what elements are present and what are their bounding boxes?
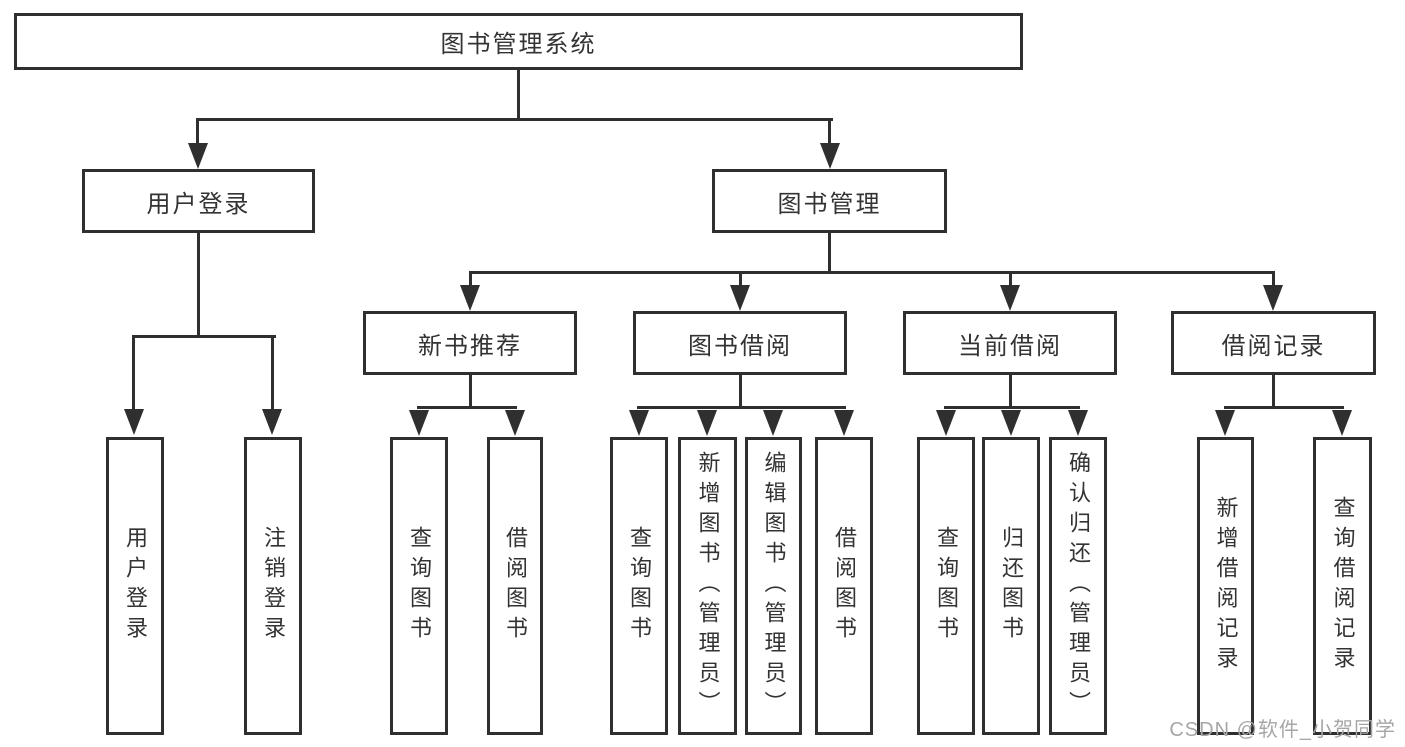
arrow-down-icon <box>820 143 840 169</box>
node-book-management-label: 图书管理 <box>777 190 882 218</box>
leaf-logout-login: 注销登录 <box>244 437 302 735</box>
arrow-down-icon <box>1215 410 1235 436</box>
arrow-down-icon <box>505 410 525 436</box>
connector-line <box>1272 375 1275 408</box>
arrow-down-icon <box>763 410 783 436</box>
leaf-borrow-books: 借阅图书 <box>815 437 873 735</box>
leaf-confirm-return-admin: 确认归还（管理员） <box>1049 437 1107 735</box>
connector-line <box>517 70 520 120</box>
leaf-logout-login-label: 注销登录 <box>261 526 286 646</box>
connector-line <box>828 118 831 145</box>
node-borrow-records-label: 借阅记录 <box>1221 332 1326 360</box>
connector-line <box>739 271 742 287</box>
connector-line <box>196 118 199 145</box>
connector-line <box>271 335 274 411</box>
leaf-query-borrow-record-label: 查询借阅记录 <box>1330 496 1356 676</box>
leaf-user-login-label: 用户登录 <box>123 526 148 646</box>
node-library-management-system: 图书管理系统 <box>14 13 1023 70</box>
connector-line <box>132 335 276 338</box>
leaf-add-borrow-record-label: 新增借阅记录 <box>1213 496 1239 676</box>
csdn-watermark: CSDN @软件_小贺同学 <box>1169 719 1396 741</box>
arrow-down-icon <box>1332 410 1352 436</box>
leaf-return-books-label: 归还图书 <box>999 526 1024 646</box>
connector-line <box>1272 271 1275 287</box>
node-book-management: 图书管理 <box>712 169 947 233</box>
connector-line <box>469 375 472 408</box>
node-current-borrow: 当前借阅 <box>903 311 1117 375</box>
connector-line <box>1224 406 1344 409</box>
node-root-label: 图书管理系统 <box>440 31 597 58</box>
connector-line <box>828 233 831 273</box>
connector-line <box>197 233 200 337</box>
leaf-query-books: 查询图书 <box>610 437 668 735</box>
arrow-down-icon <box>629 410 649 436</box>
connector-line <box>944 406 1080 409</box>
leaf-edit-book-admin: 编辑图书（管理员） <box>745 437 802 735</box>
leaf-query-books: 查询图书 <box>917 437 975 735</box>
arrow-down-icon <box>124 409 144 435</box>
leaf-edit-book-admin-label: 编辑图书（管理员） <box>761 451 787 721</box>
connector-line <box>132 335 135 411</box>
leaf-user-login: 用户登录 <box>106 437 164 735</box>
leaf-query-borrow-record: 查询借阅记录 <box>1313 437 1372 735</box>
node-new-book-recommend: 新书推荐 <box>363 311 577 375</box>
connector-line <box>469 271 1275 274</box>
leaf-add-book-admin-label: 新增图书（管理员） <box>695 451 721 721</box>
arrow-down-icon <box>262 409 282 435</box>
connector-line <box>469 271 472 287</box>
leaf-confirm-return-admin-label: 确认归还（管理员） <box>1066 451 1091 721</box>
arrow-down-icon <box>460 285 480 311</box>
arrow-down-icon <box>1068 410 1088 436</box>
leaf-query-books: 查询图书 <box>390 437 448 735</box>
connector-line <box>739 375 742 408</box>
connector-line <box>417 406 517 409</box>
connector-line <box>1009 375 1012 408</box>
connector-line <box>196 118 833 121</box>
arrow-down-icon <box>1000 285 1020 311</box>
arrow-down-icon <box>409 410 429 436</box>
leaf-borrow-books: 借阅图书 <box>487 437 543 735</box>
arrow-down-icon <box>697 410 717 436</box>
leaf-add-book-admin: 新增图书（管理员） <box>678 437 737 735</box>
arrow-down-icon <box>188 143 208 169</box>
node-current-borrow-label: 当前借阅 <box>958 332 1062 360</box>
arrow-down-icon <box>834 410 854 436</box>
leaf-query-books-label: 查询图书 <box>407 526 432 646</box>
arrow-down-icon <box>730 285 750 311</box>
arrow-down-icon <box>1001 410 1021 436</box>
node-new-book-recommend-label: 新书推荐 <box>418 332 522 360</box>
leaf-query-books-label: 查询图书 <box>627 526 652 646</box>
node-book-borrow: 图书借阅 <box>633 311 847 375</box>
node-borrow-records: 借阅记录 <box>1171 311 1376 375</box>
leaf-query-books-label: 查询图书 <box>934 526 959 646</box>
leaf-borrow-books-label: 借阅图书 <box>503 526 528 646</box>
arrow-down-icon <box>1263 285 1283 311</box>
leaf-borrow-books-label: 借阅图书 <box>832 526 857 646</box>
node-user-login: 用户登录 <box>82 169 315 233</box>
connector-line <box>1009 271 1012 287</box>
node-user-login-label: 用户登录 <box>146 190 251 218</box>
connector-line <box>637 406 846 409</box>
arrow-down-icon <box>936 410 956 436</box>
leaf-return-books: 归还图书 <box>982 437 1040 735</box>
leaf-add-borrow-record: 新增借阅记录 <box>1197 437 1254 735</box>
node-book-borrow-label: 图书借阅 <box>688 332 792 360</box>
